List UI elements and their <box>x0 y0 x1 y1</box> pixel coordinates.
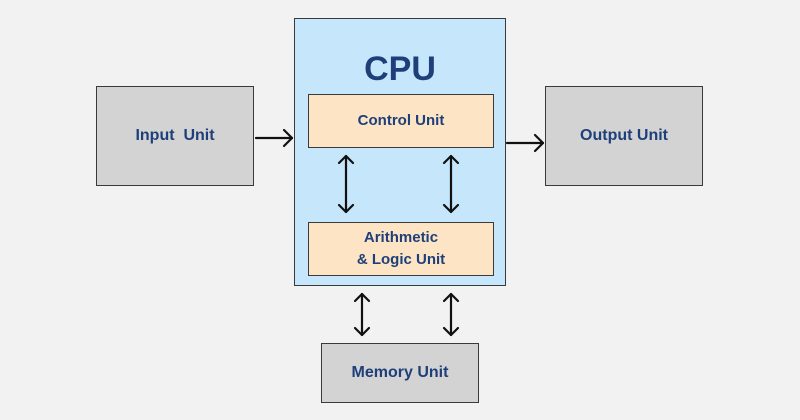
input-unit-label: Input Unit <box>135 127 215 144</box>
control-unit-label: Control Unit <box>357 112 445 129</box>
alu-box: Arithmetic & Logic Unit <box>308 222 494 276</box>
cpu-title: CPU <box>364 50 436 88</box>
output-unit-label: Output Unit <box>580 127 668 144</box>
arrow-cpu-to-output <box>505 133 545 153</box>
memory-unit-label: Memory Unit <box>351 364 449 381</box>
arrow-input-to-cpu <box>254 128 294 148</box>
input-unit-box: Input Unit <box>96 86 254 186</box>
memory-unit-box: Memory Unit <box>321 343 479 403</box>
alu-label: Arithmetic & Logic Unit <box>356 229 446 268</box>
arrow-cpu-memory-right <box>442 292 460 337</box>
output-unit-box: Output Unit <box>545 86 703 186</box>
control-unit-box: Control Unit <box>308 94 494 148</box>
arrow-cpu-memory-left <box>353 292 371 337</box>
